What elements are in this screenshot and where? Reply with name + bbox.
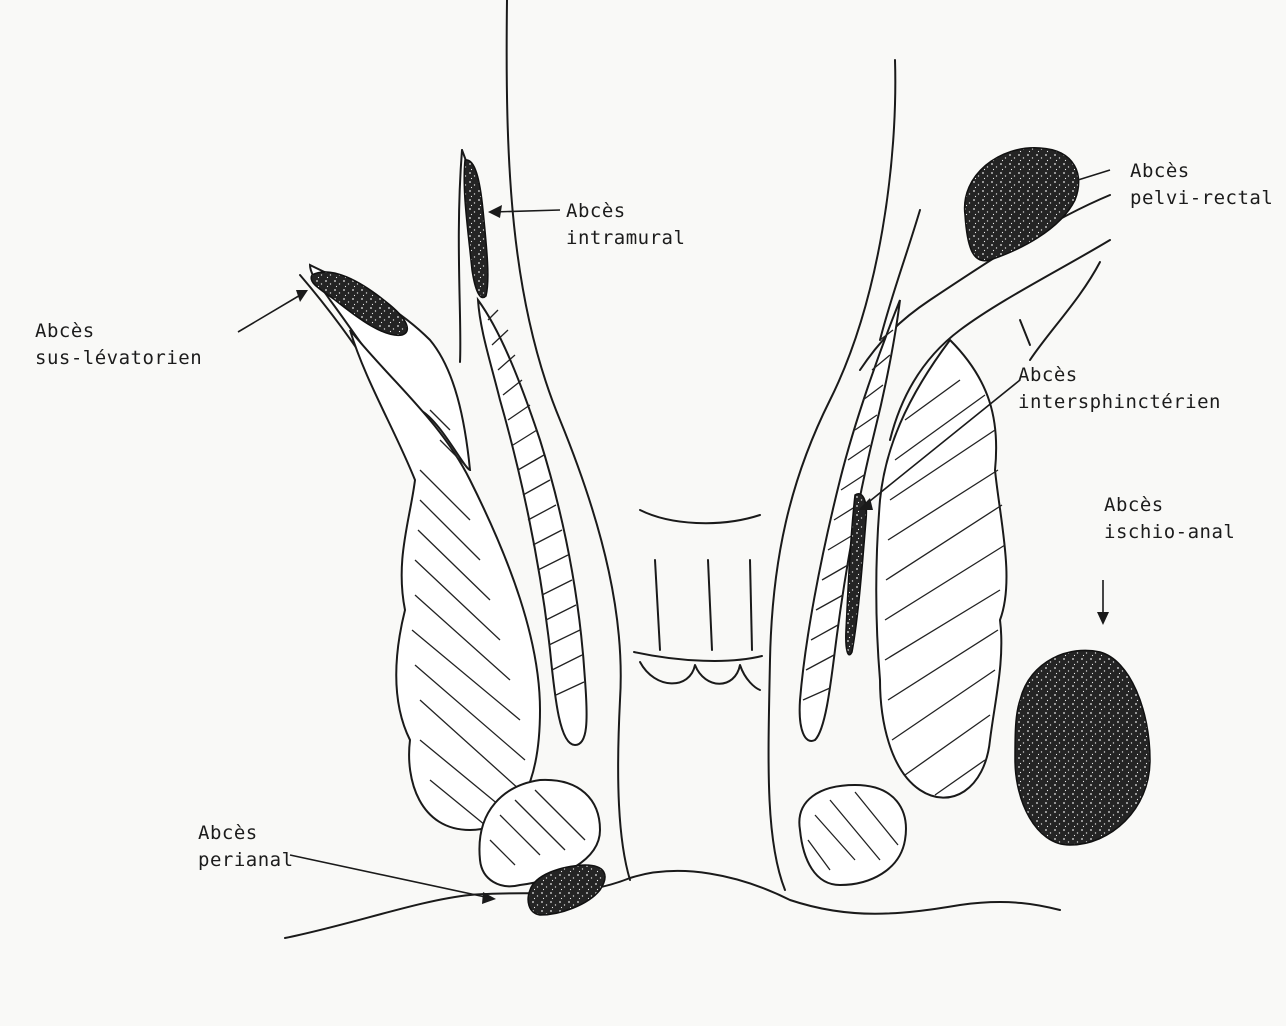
skin-surface bbox=[285, 871, 1060, 938]
label-intersphincterien-line2: intersphinctérien bbox=[1018, 389, 1221, 416]
abscess-pelvi-rectal-mass bbox=[965, 148, 1079, 261]
label-abces-ischio-anal: Abcès ischio-anal bbox=[1104, 492, 1235, 546]
label-sus-levatorien-line2: sus-lévatorien bbox=[35, 345, 202, 372]
abscess-intramural-mass bbox=[464, 160, 488, 298]
label-abces-intersphincterien: Abcès intersphinctérien bbox=[1018, 362, 1221, 416]
label-perianal-line1: Abcès bbox=[198, 820, 294, 847]
label-ischio-anal-line2: ischio-anal bbox=[1104, 519, 1235, 546]
label-pelvi-rectal-line2: pelvi-rectal bbox=[1130, 185, 1273, 212]
right-subcutaneous-sphincter bbox=[799, 785, 906, 885]
label-perianal-line2: perianal bbox=[198, 847, 294, 874]
label-intramural-line2: intramural bbox=[566, 225, 685, 252]
label-intramural-line1: Abcès bbox=[566, 198, 685, 225]
label-sus-levatorien-line1: Abcès bbox=[35, 318, 202, 345]
label-abces-perianal: Abcès perianal bbox=[198, 820, 294, 874]
anal-canal bbox=[634, 510, 762, 690]
label-ischio-anal-line1: Abcès bbox=[1104, 492, 1235, 519]
label-abces-intramural: Abcès intramural bbox=[566, 198, 685, 252]
label-intersphincterien-line1: Abcès bbox=[1018, 362, 1221, 389]
label-abces-sus-levatorien: Abcès sus-lévatorien bbox=[35, 318, 202, 372]
label-pelvi-rectal-line1: Abcès bbox=[1130, 158, 1273, 185]
abscess-ischio-anal-mass bbox=[1015, 650, 1150, 845]
right-external-sphincter bbox=[876, 340, 1006, 798]
label-abces-pelvi-rectal: Abcès pelvi-rectal bbox=[1130, 158, 1273, 212]
